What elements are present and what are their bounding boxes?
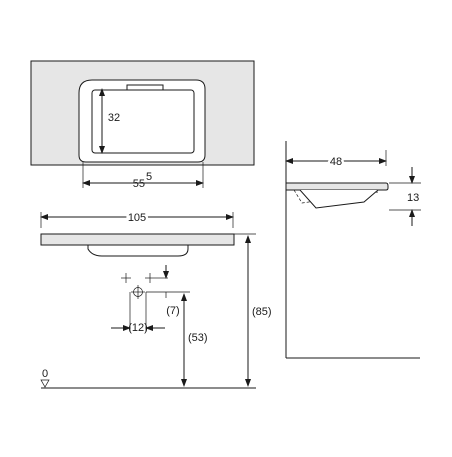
dim-top-width-superscript: 5 [146,171,152,183]
dim-drain-height: (53) [188,332,208,344]
dim-drain-spacing: (12) [128,322,148,334]
dim-drain-offset: (7) [166,305,179,317]
side-view: 48 13 [285,141,421,359]
dim-front-height: (85) [252,306,272,318]
basin-profile [286,189,379,209]
tap-hole-right-icon [145,273,155,283]
front-view: 105 (85) (12) (7) (53) [40,210,272,389]
dim-side-depth: 48 [330,156,342,168]
countertop-slab [40,233,235,246]
dim-top-width: 55 [133,178,145,190]
tap-bank [126,84,164,91]
top-view: 32 55 5 [30,60,255,190]
basin-underside [87,244,189,257]
countertop-profile [285,182,389,191]
tap-hole-left-icon [121,273,131,283]
floor-level-marker-icon [40,379,50,388]
dim-side-thickness: 13 [407,192,419,204]
dim-front-width: 105 [128,212,146,224]
floor-level-label: 0 [42,368,48,380]
dim-top-depth: 32 [108,112,120,124]
drain-center-icon [131,285,145,299]
